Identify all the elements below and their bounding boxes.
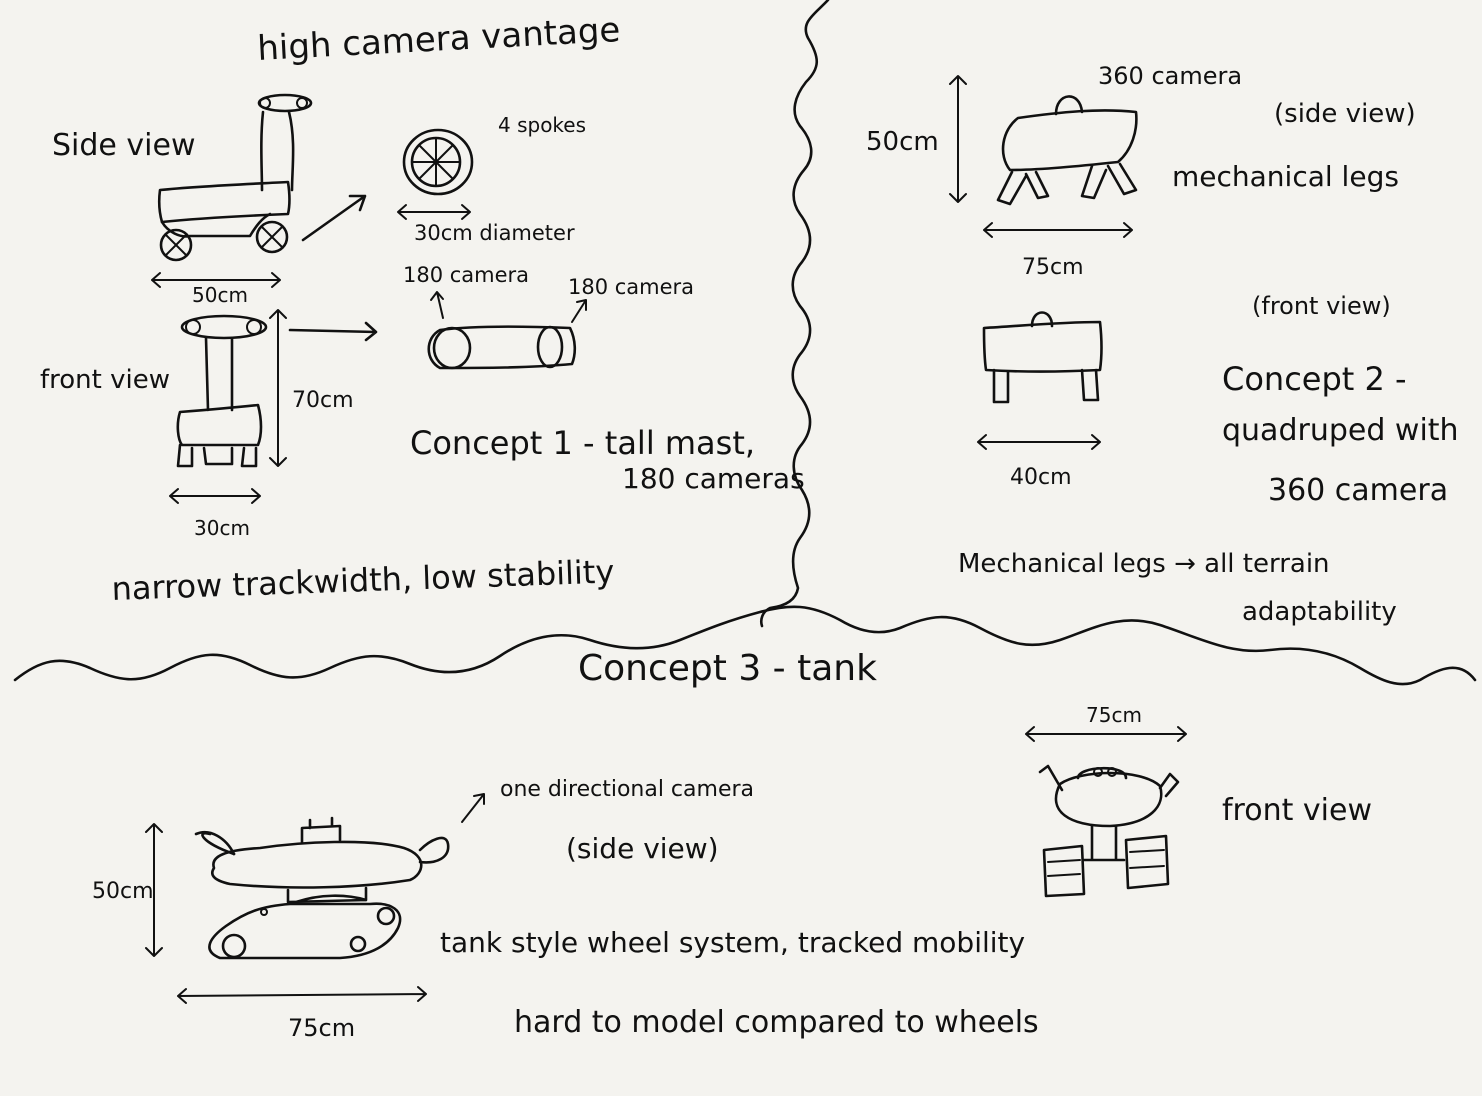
side-width-label: 50cm [192,283,248,307]
concept2-front-view-label: (front view) [1252,292,1391,320]
concept3-side-sketch [194,816,450,960]
concept3-note-line2: hard to model compared to wheels [514,1005,1039,1040]
concept3-title: Concept 3 - tank [578,648,877,689]
concept2-width-front-label: 40cm [1010,465,1072,490]
concept3-front-view-label: front view [1222,793,1372,828]
concept3-width-arrow [177,986,427,1004]
concept2-height-label: 50cm [866,127,939,157]
concept2-height-arrow [949,75,967,203]
side-width-arrow [151,272,281,288]
side-to-wheel-arrow [301,194,367,242]
concept2-title-line2: quadruped with [1222,413,1459,448]
concept3-note-line1: tank style wheel system, tracked mobilit… [440,926,1025,959]
concept2-width-side-label: 75cm [1022,255,1084,280]
concept3-front-width-label: 75cm [1086,703,1142,727]
front-width-arrow [169,488,261,504]
concept1-front-sketch [176,314,268,468]
concept3-width-label: 75cm [288,1014,355,1042]
front-to-camera-arrow [288,321,378,342]
vantage-heading: high camera vantage [256,10,621,69]
concept3-front-width-arrow [1025,726,1187,742]
height-arrow [269,309,287,467]
concept2-width-side-arrow [983,222,1133,238]
front-view-label: front view [40,365,170,395]
concept3-front-sketch [1038,764,1180,898]
concept2-side-view-label: (side view) [1274,99,1416,129]
concept2-note-line1: Mechanical legs → all terrain [958,549,1330,579]
concept2-legs-label: mechanical legs [1172,160,1399,193]
camera-top-sketch [427,325,577,370]
camera-right-label: 180 camera [568,275,694,299]
concept3-side-view-label: (side view) [566,832,719,865]
camera-right-arrow [571,299,587,323]
vertical-divider [759,0,830,628]
concept2-width-front-arrow [977,434,1101,450]
wheel-dimension-arrow [397,204,471,220]
front-width-label: 30cm [194,516,250,540]
concept1-title-line1: Concept 1 - tall mast, [410,424,755,462]
horizontal-divider [13,605,1477,686]
side-view-label: Side view [52,128,196,163]
concept1-title-line2: 180 cameras [622,462,805,495]
concept2-title-line3: 360 camera [1268,473,1448,508]
concept2-camera-label: 360 camera [1098,62,1242,90]
concept1-side-sketch [157,93,313,262]
spokes-label: 4 spokes [498,113,586,137]
concept3-camera-label: one directional camera [500,777,754,802]
concept2-note-line2: adaptability [1242,597,1397,627]
wheel-diameter-label: 30cm diameter [414,221,575,245]
concept3-camera-arrow [461,793,485,823]
wheel-detail-sketch [402,128,474,196]
concept2-front-sketch [982,311,1103,404]
concept3-height-arrow [145,823,163,957]
camera-left-arrow [430,291,444,319]
concept1-note: narrow trackwidth, low stability [111,552,615,608]
concept3-height-label: 50cm [92,879,154,904]
height-label: 70cm [292,388,354,413]
camera-left-label: 180 camera [403,263,529,287]
concept2-side-sketch [996,95,1138,206]
concept2-title-line1: Concept 2 - [1222,360,1407,398]
